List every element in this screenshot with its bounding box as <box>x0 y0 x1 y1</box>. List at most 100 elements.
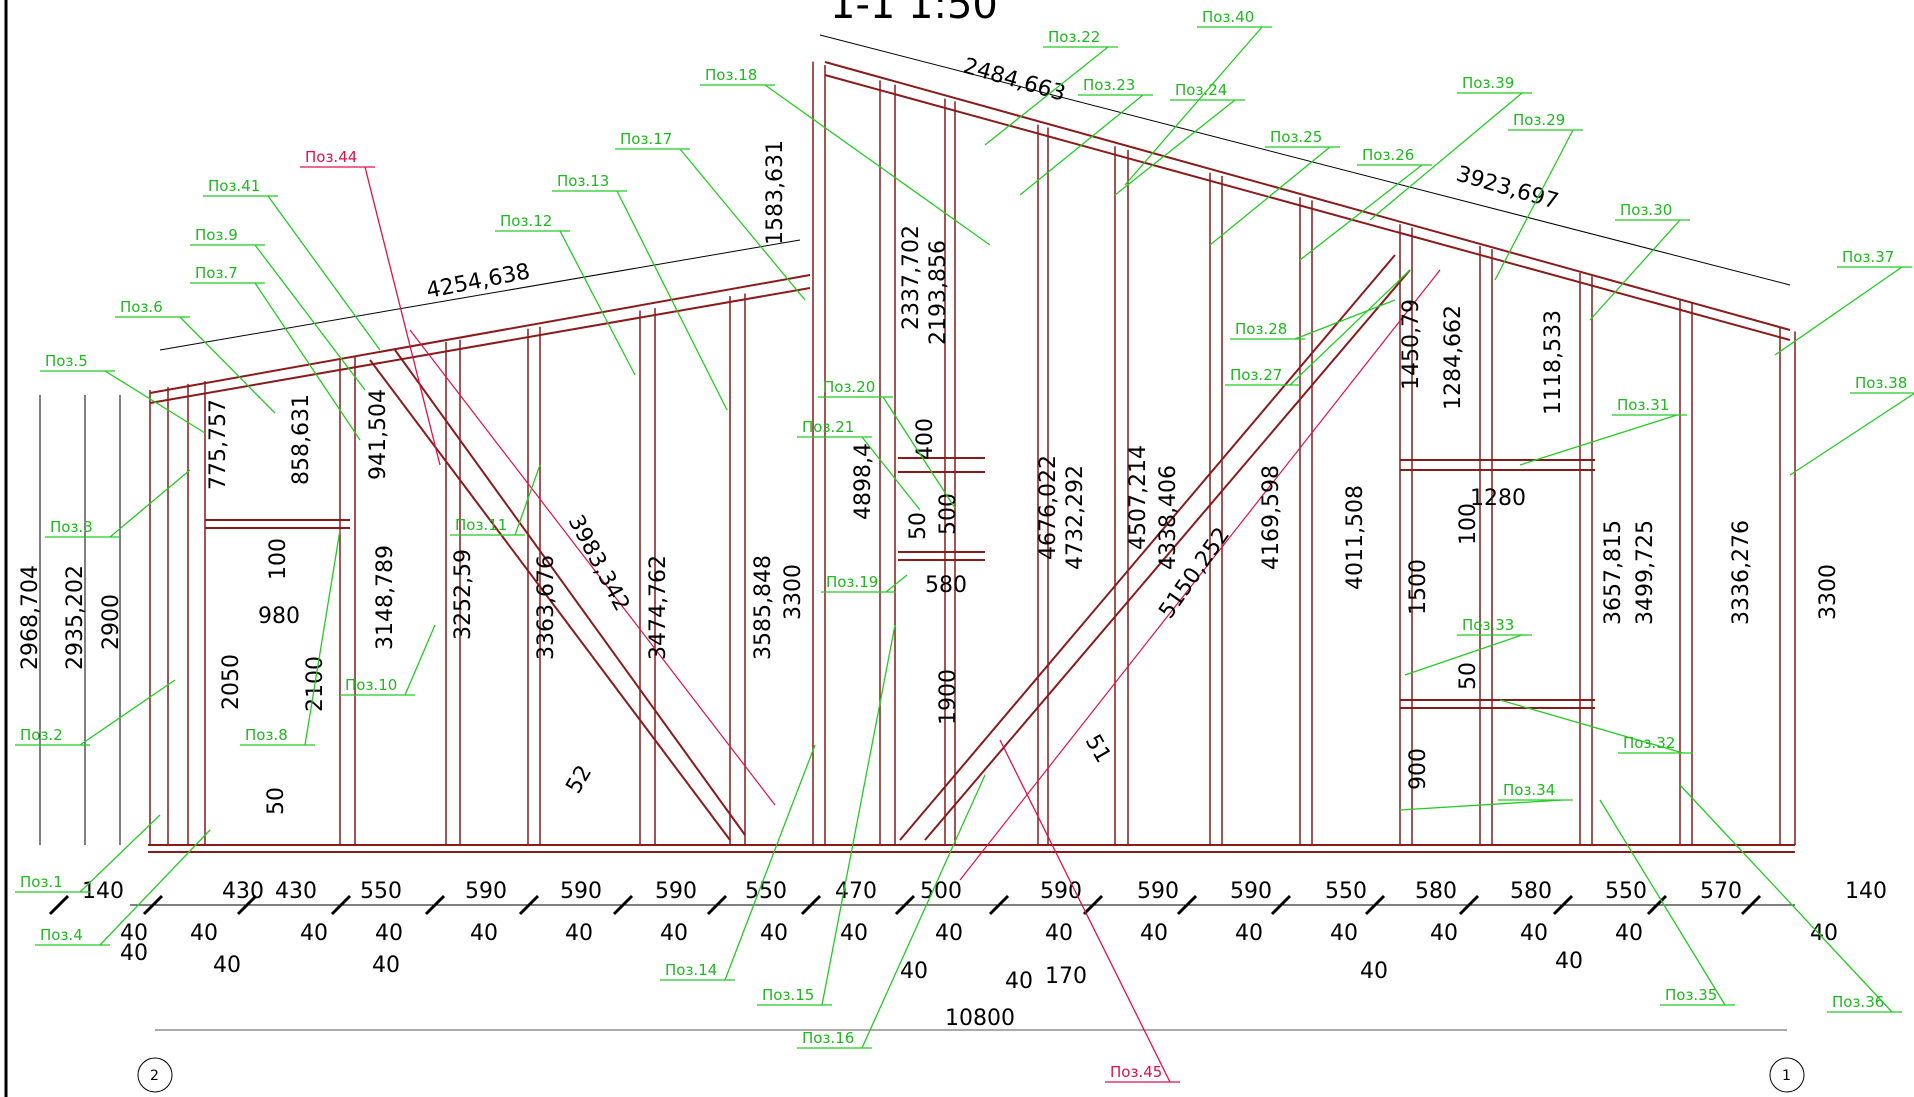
dim-tick <box>800 894 822 916</box>
leader-line <box>679 148 806 301</box>
leader-line <box>1369 92 1523 221</box>
dim-right: 1284,662 <box>1441 305 1466 410</box>
leader-line <box>1299 164 1423 261</box>
leader-line <box>885 574 908 593</box>
dim-middle: 4898,4 <box>851 443 876 520</box>
brace-right <box>899 254 1396 841</box>
leader-line <box>1494 129 1574 281</box>
dim-bottom-1: 590 <box>1137 879 1179 904</box>
leader-line <box>1399 799 1564 811</box>
dim-tick <box>894 894 916 916</box>
dim-middle: 4507,214 <box>1126 445 1151 550</box>
dim-bottom-2: 40 <box>1330 921 1358 946</box>
dim-bottom-2: 40 <box>1045 921 1073 946</box>
dim-open-m-1900: 1900 <box>936 669 961 725</box>
leader-line <box>861 774 986 1049</box>
position-label: Поз.3 <box>50 518 93 536</box>
leader-line <box>882 396 956 509</box>
leader-line <box>254 244 366 391</box>
angle-right: 51 <box>1080 731 1116 768</box>
position-label: Поз.11 <box>455 516 507 534</box>
dim-middle: 4338,406 <box>1156 465 1181 570</box>
angle-left: 52 <box>562 761 598 798</box>
drawing-title: 1-1 1:50 <box>830 0 998 28</box>
leader-line <box>404 624 436 696</box>
leader-line <box>99 829 211 946</box>
dim-right-upper: 2484,663 <box>960 54 1068 107</box>
dim-bottom-1: 550 <box>360 879 402 904</box>
dim-middle: 4676,022 <box>1036 455 1061 560</box>
leader-line-red <box>999 739 1171 1083</box>
position-label: Поз.25 <box>1270 128 1322 146</box>
dim-left-slope: 4254,638 <box>424 259 532 304</box>
roof-right-top <box>824 61 1791 331</box>
dim-bottom-1: 430 <box>275 879 317 904</box>
dim-bottom-2: 40 <box>470 921 498 946</box>
dim-middle: 2193,856 <box>926 240 951 345</box>
position-label: Поз.20 <box>823 378 875 396</box>
dim-bottom-extra: 170 <box>1045 964 1087 989</box>
dim-bottom-2: 40 <box>190 921 218 946</box>
dim-bottom-1: 590 <box>465 879 507 904</box>
dim-bottom-1: 470 <box>835 879 877 904</box>
position-label: Поз.21 <box>802 418 854 436</box>
roof-right-bottom <box>824 74 1791 341</box>
dim-tick <box>988 894 1010 916</box>
dim-h-left-0: 2968,704 <box>18 565 43 670</box>
position-label: Поз.23 <box>1083 76 1135 94</box>
dim-right-lower: 3923,697 <box>1453 162 1561 215</box>
dim-tick <box>330 894 352 916</box>
axis-label-2: 2 <box>150 1068 159 1084</box>
dim-bottom-2: 40 <box>1615 921 1643 946</box>
position-label: Поз.9 <box>195 226 238 244</box>
dim-mid-vertical: 1583,631 <box>763 140 788 245</box>
dim-tick <box>48 894 70 916</box>
dim-h-left-1: 2935,202 <box>63 565 88 670</box>
dim-bottom-1: 550 <box>745 879 787 904</box>
dim-bottom-1: 590 <box>560 879 602 904</box>
wall-frame <box>148 61 1796 881</box>
position-label: Поз.26 <box>1362 146 1414 164</box>
leader-line <box>514 464 541 536</box>
dim-tick <box>1552 894 1574 916</box>
dim-left-stud: 3252,59 <box>451 549 476 640</box>
dim-open-l-980: 980 <box>258 604 300 629</box>
position-label: Поз.32 <box>1623 734 1675 752</box>
dim-bottom-extra: 40 <box>1005 969 1033 994</box>
dim-tick <box>236 894 258 916</box>
dim-left-stud: 3585,848 <box>751 555 776 660</box>
leader-line <box>304 529 341 746</box>
leader-line <box>764 84 991 246</box>
dim-bottom-2: 40 <box>760 921 788 946</box>
dim-bottom-1: 580 <box>1415 879 1457 904</box>
position-label: Поз.39 <box>1462 74 1514 92</box>
leader-line <box>1589 219 1681 321</box>
dim-left-stud: 3300 <box>781 564 806 620</box>
dim-left-stud: 3474,762 <box>646 555 671 660</box>
dim-tick <box>518 894 540 916</box>
leader-line-red <box>364 166 441 466</box>
dim-bottom-extra: 40 <box>1555 949 1583 974</box>
position-label: Поз.34 <box>1503 781 1555 799</box>
dim-tick <box>1270 894 1292 916</box>
dim-right: 1450,79 <box>1399 299 1424 390</box>
position-label: Поз.22 <box>1048 28 1100 46</box>
position-label-red: Поз.44 <box>305 148 357 166</box>
leader-line <box>1114 99 1236 196</box>
dim-bottom-2: 40 <box>1520 921 1548 946</box>
dim-bottom-1: 590 <box>655 879 697 904</box>
dimension-lines <box>39 34 1795 1031</box>
dim-bottom-2: 40 <box>935 921 963 946</box>
dim-left-stud: 3148,789 <box>373 545 398 650</box>
dim-open-m-580: 580 <box>925 573 967 598</box>
position-label: Поз.5 <box>45 352 88 370</box>
dim-bottom-1: 580 <box>1510 879 1552 904</box>
brace-left <box>369 359 731 841</box>
dim-tick <box>142 894 164 916</box>
dim-bottom-extra: 40 <box>1360 959 1388 984</box>
position-label: Поз.10 <box>345 676 397 694</box>
leader-line <box>1679 784 1893 1013</box>
dim-tick <box>612 894 634 916</box>
dim-right: 3300 <box>1816 564 1841 620</box>
leader-line <box>616 190 728 411</box>
